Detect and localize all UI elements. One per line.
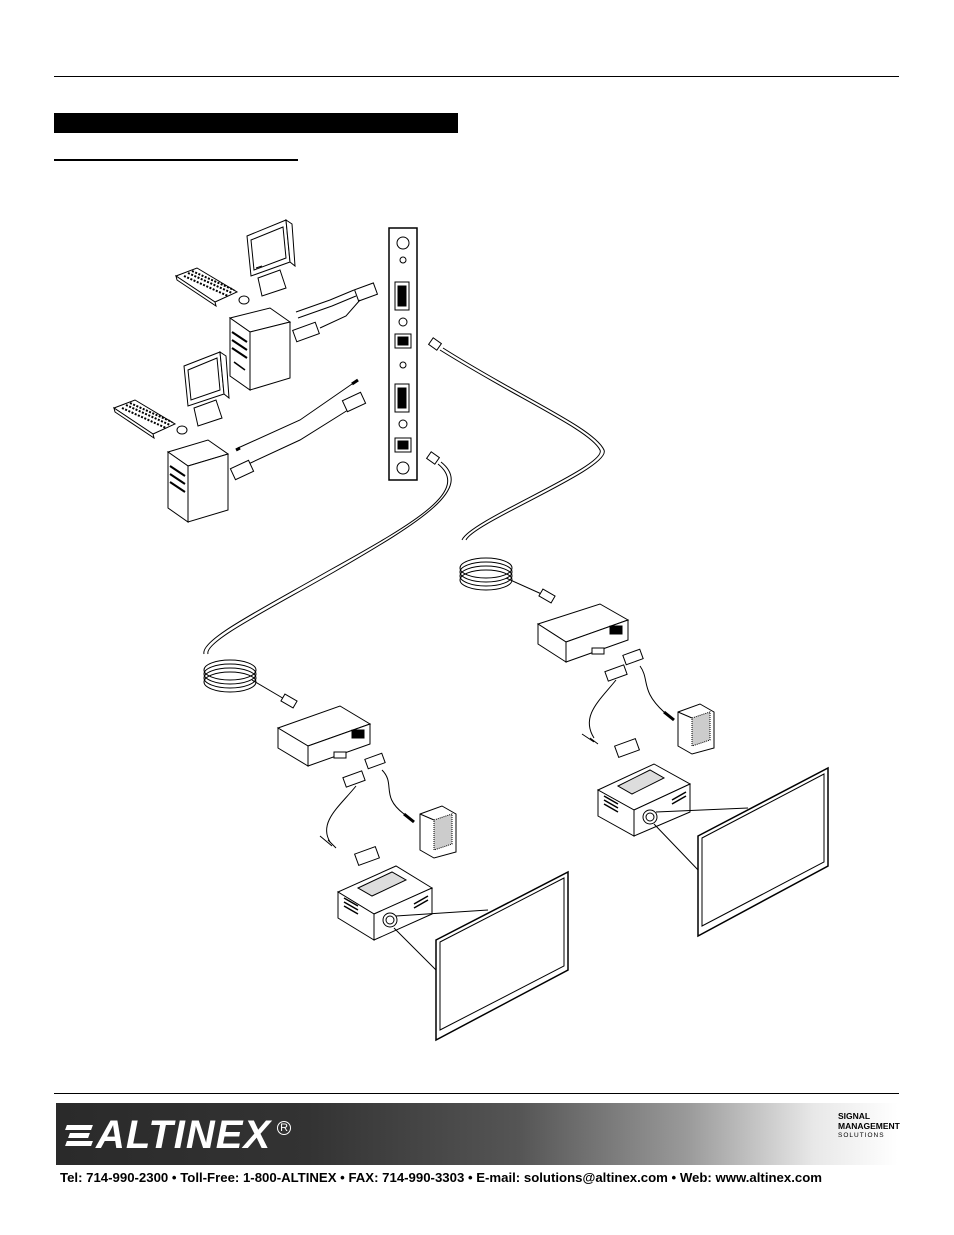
vga-cable	[292, 282, 379, 343]
cat5-cable-1	[427, 337, 605, 604]
badge-line-3: SOLUTIONS	[838, 1132, 885, 1139]
keyboard-icon	[112, 399, 177, 440]
section-heading-bar	[54, 113, 458, 133]
contact-line: Tel: 714-990-2300 • Toll-Free: 1-800-ALT…	[60, 1170, 822, 1185]
logo-mark-icon	[65, 1122, 94, 1148]
receiver-1	[276, 705, 415, 867]
computer-1	[174, 219, 379, 391]
badge-line-2: MANAGEMENT	[838, 1120, 900, 1131]
screen-2	[697, 766, 829, 938]
audio-vga-cables	[229, 378, 367, 481]
interface-card	[388, 227, 418, 481]
computer-2	[112, 351, 367, 523]
registered-mark: R	[277, 1121, 292, 1135]
projector-1	[336, 865, 489, 975]
mouse-icon	[238, 295, 250, 305]
footer-rule	[54, 1093, 899, 1094]
altinex-logo: ALTINEX R	[65, 1113, 292, 1157]
system-connection-diagram	[112, 219, 829, 1042]
speaker-1	[419, 805, 457, 859]
brand-name: ALTINEX	[96, 1113, 272, 1157]
receiver-2	[536, 603, 675, 759]
speaker-2	[677, 703, 715, 755]
monitor-icon	[246, 219, 296, 297]
pc-tower-icon	[166, 439, 230, 523]
pc-tower-icon	[228, 307, 292, 391]
badge-line-1: SIGNAL	[838, 1111, 871, 1121]
cat5-cable-2	[203, 451, 452, 709]
signal-management-solutions-badge: SIGNAL MANAGEMENT SOLUTIONS	[838, 1111, 900, 1156]
top-rule	[54, 76, 899, 77]
mouse-icon	[176, 425, 188, 435]
screen-1	[435, 870, 569, 1042]
monitor-icon	[183, 351, 230, 427]
keyboard-icon	[174, 267, 239, 308]
subheading-rule	[54, 159, 298, 161]
projector-2	[596, 763, 749, 873]
footer-banner	[56, 1103, 898, 1165]
